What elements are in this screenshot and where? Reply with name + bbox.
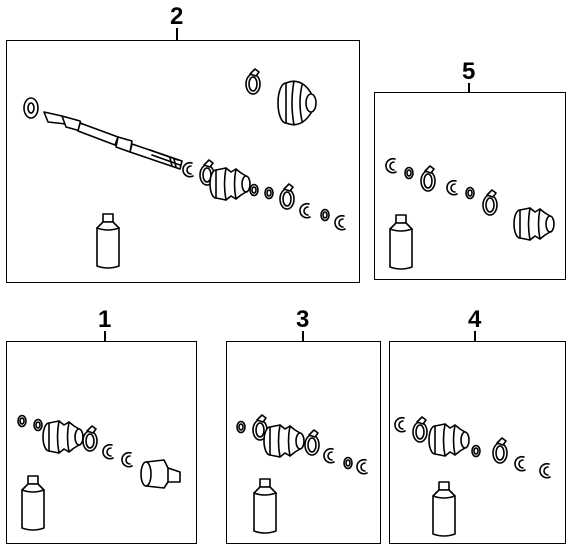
cv-boot-icon [209,167,251,201]
leader-line-1 [104,331,106,343]
boot-clamp-icon [245,68,261,95]
leader-line-3 [302,331,304,343]
panel-axle-assembly [6,40,360,283]
callout-2: 2 [170,3,184,30]
callout-3: 3 [296,306,310,333]
panel-inner-joint-boot-kit [389,341,566,544]
callout-1: 1 [98,306,112,333]
grease-bottle-icon [96,213,120,269]
callout-4: 4 [468,306,482,333]
leader-line-5 [468,83,470,94]
cv-joint-housing-icon [140,459,181,489]
leader-line-4 [474,331,476,343]
axle-shaft-icon [23,97,183,170]
callout-5: 5 [462,58,476,85]
leader-line-2 [176,28,178,42]
